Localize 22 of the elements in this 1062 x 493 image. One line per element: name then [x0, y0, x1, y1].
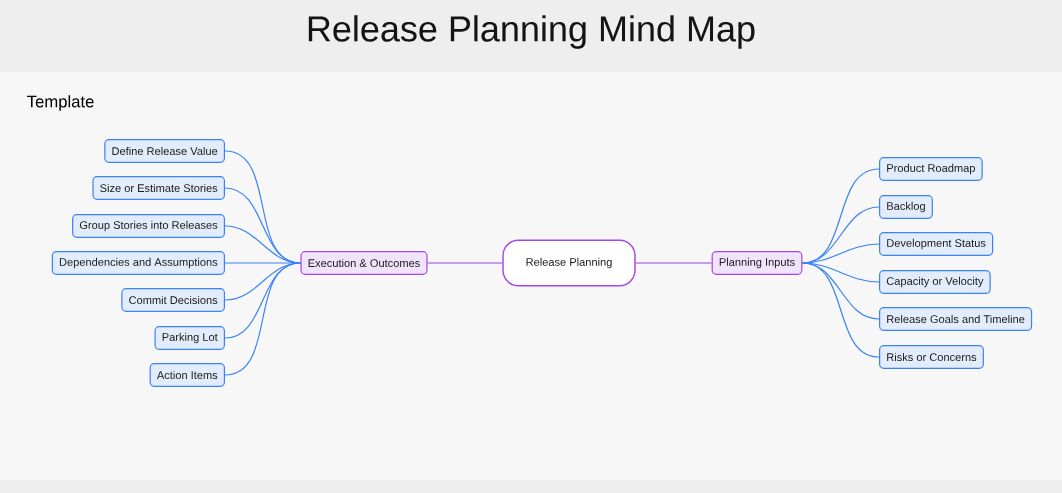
subtopic-box: Dependencies and Assumptions — [51, 251, 225, 275]
central-topic-box: Release Planning — [502, 239, 636, 287]
subtopic-box: Capacity or Velocity — [879, 270, 991, 294]
subtopic-box: Release Goals and Timeline — [879, 307, 1033, 331]
subtopic-box: Backlog — [879, 195, 933, 219]
subtopic-box: Parking Lot — [154, 326, 225, 350]
subtopic-box: Action Items — [149, 363, 225, 387]
branch-box: Execution & Outcomes — [300, 251, 428, 275]
subtopic-box: Size or Estimate Stories — [92, 176, 225, 200]
subtopic-box: Development Status — [879, 232, 994, 256]
connector — [635, 262, 713, 264]
connector — [426, 262, 503, 264]
branch-box: Planning Inputs — [711, 251, 803, 275]
subtopic-box: Define Release Value — [104, 139, 225, 163]
section-heading: Template — [27, 95, 94, 111]
title: Release Planning Mind Map — [308, 15, 755, 49]
connector — [224, 262, 302, 376]
connector — [801, 262, 880, 358]
subtopic-box: Product Roadmap — [879, 157, 983, 181]
subtopic-box: Risks or Concerns — [879, 345, 984, 369]
subtopic-box: Commit Decisions — [121, 288, 225, 312]
subtopic-box: Group Stories into Releases — [72, 214, 225, 238]
